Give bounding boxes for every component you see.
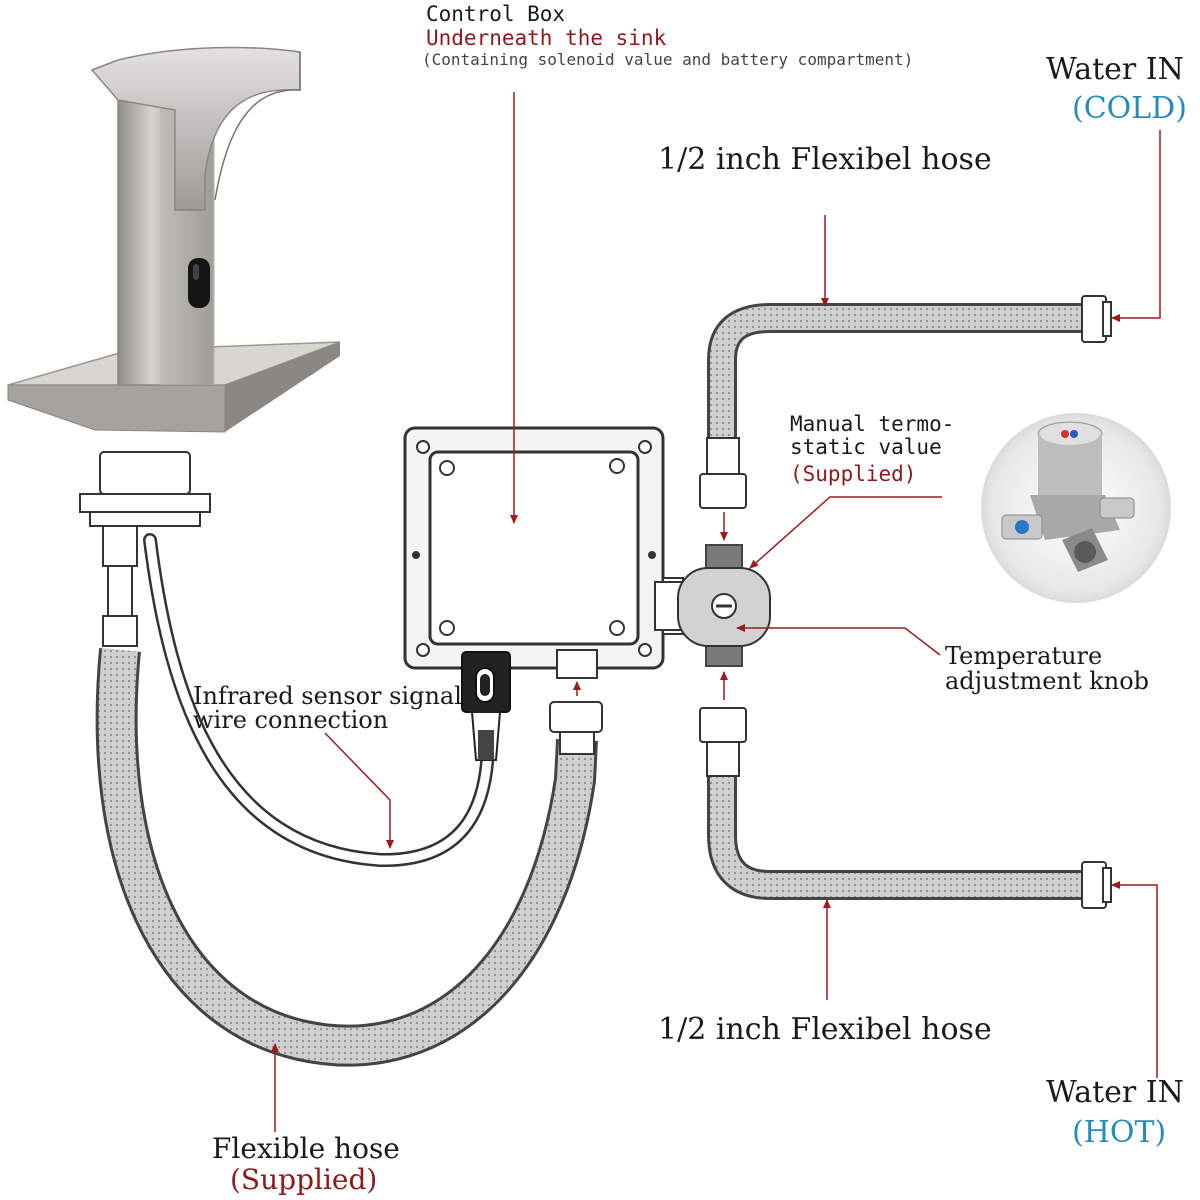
faucet-icon (7, 46, 341, 433)
knob-label-line2: adjustment knob (945, 667, 1150, 695)
leader-lines (271, 92, 1161, 1132)
hot-hose-icon (699, 707, 1112, 909)
control-box-location: Underneath the sink (426, 26, 667, 50)
hose-bottom-label: 1/2 inch Flexibel hose (658, 1012, 992, 1047)
control-box-icon (403, 426, 684, 761)
control-box-title: Control Box (426, 2, 566, 26)
connector-nut-icon (549, 701, 603, 755)
thermostatic-valve-photo-icon (981, 413, 1171, 603)
valve-label-line2: static value (790, 435, 942, 459)
valve-supplied: (Supplied) (790, 462, 917, 486)
water-in-cold-label: Water IN (1046, 52, 1184, 87)
control-box-note: (Containing solenoid value and battery c… (422, 50, 914, 69)
flexible-hose-supplied: (Supplied) (230, 1163, 378, 1196)
knob-label-line1: Temperature (945, 642, 1103, 670)
flexible-hose-label: Flexible hose (212, 1132, 400, 1165)
sensor-label-line1: Infrared sensor signal (193, 682, 462, 710)
water-in-hot-temp: (HOT) (1072, 1115, 1167, 1150)
water-in-cold-temp: (COLD) (1072, 91, 1187, 126)
faucet-shank-icon (79, 451, 211, 647)
thermostatic-valve-icon (654, 544, 771, 667)
cold-hose-icon (699, 295, 1112, 509)
flexible-hose-icon (95, 648, 598, 1067)
sensor-label-line2: wire connection (193, 706, 389, 734)
valve-label-line1: Manual termo- (790, 412, 955, 436)
hose-top-label: 1/2 inch Flexibel hose (658, 142, 992, 177)
water-in-hot-label: Water IN (1046, 1075, 1184, 1110)
